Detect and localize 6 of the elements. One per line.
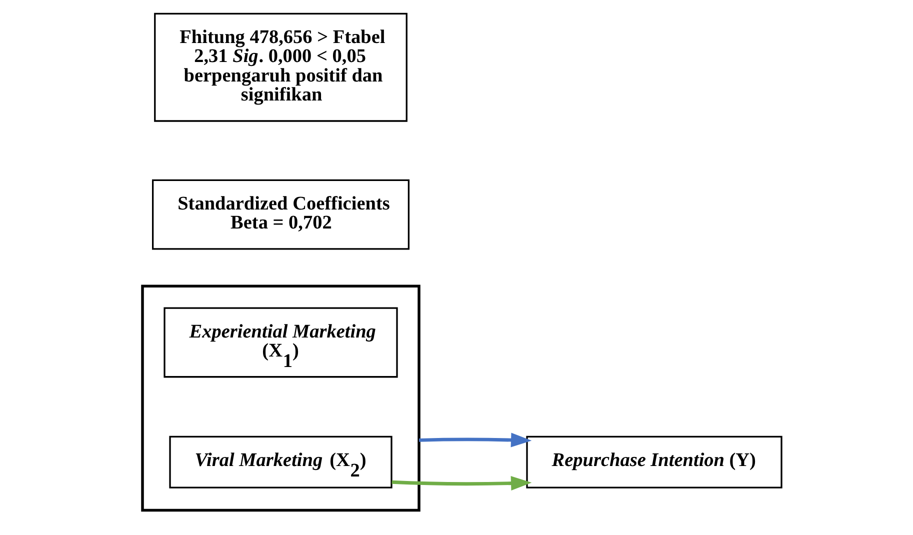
cluster bbox=[141, 284, 420, 512]
node-box: Standardized Coefficients Beta = 0,702 bbox=[152, 179, 410, 250]
node-box: Repurchase Intention (Y) bbox=[526, 436, 782, 488]
arrow bbox=[418, 432, 532, 448]
arrow bbox=[392, 476, 532, 491]
node-box: Fhitung 478,656 > Ftabel 2,31 Sig. 0,000 < 0,05 berpengaruh positif dan signifikan bbox=[154, 12, 408, 122]
